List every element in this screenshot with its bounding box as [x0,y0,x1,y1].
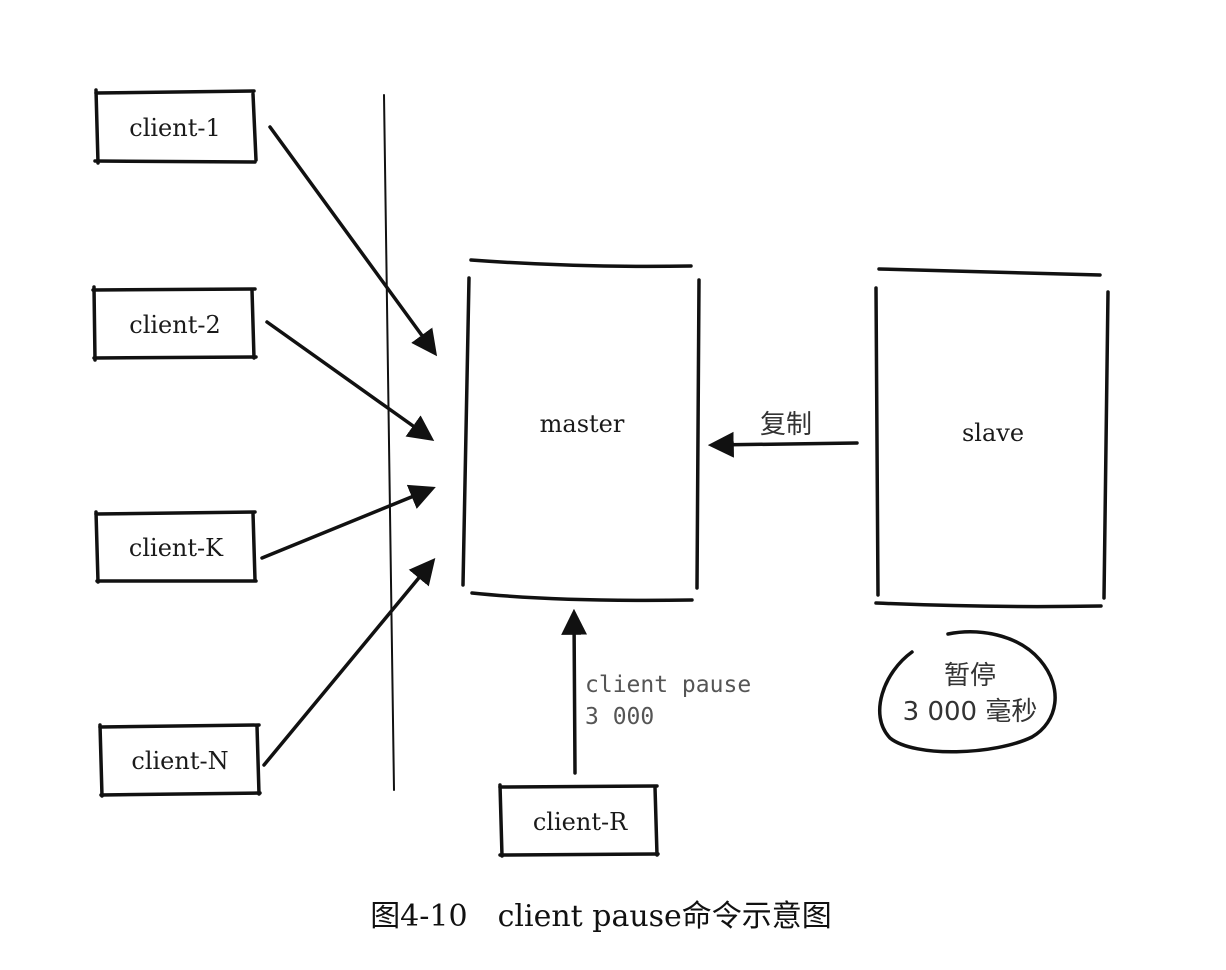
client-n-label: client-N [131,747,228,775]
divider-line [383,94,395,791]
client-2-box: client-2 [91,285,258,362]
client-n-box: client-N [98,723,262,798]
client-1-box: client-1 [93,88,258,165]
arrow-client-2-to-master [265,320,435,442]
arrow-client-r-to-master [561,608,588,775]
client-r-box: client-R [498,783,660,858]
pause-label-line1: 暂停 [944,661,996,691]
arrow-replication [707,431,859,458]
client-r-label: client-R [533,808,628,836]
arrow-client-n-to-master [262,557,436,767]
master-label: master [540,410,625,438]
pause-bubble [878,630,1057,754]
pause-label-line2: 3 000 毫秒 [903,697,1038,727]
arrow-client-1-to-master [268,125,438,357]
command-label-line1: client pause [585,672,751,698]
client-k-label: client-K [129,534,224,562]
master-box: master [461,258,701,603]
client-1-label: client-1 [129,114,220,142]
arrow-client-k-to-master [260,484,436,560]
replication-label: 复制 [760,410,812,440]
command-label-line2: 3 000 [585,704,654,730]
slave-label: slave [962,419,1024,447]
figure-caption: 图4-10 client pause命令示意图 [370,899,832,934]
client-k-box: client-K [94,510,258,584]
slave-box: slave [874,267,1110,609]
client-2-label: client-2 [129,311,220,339]
